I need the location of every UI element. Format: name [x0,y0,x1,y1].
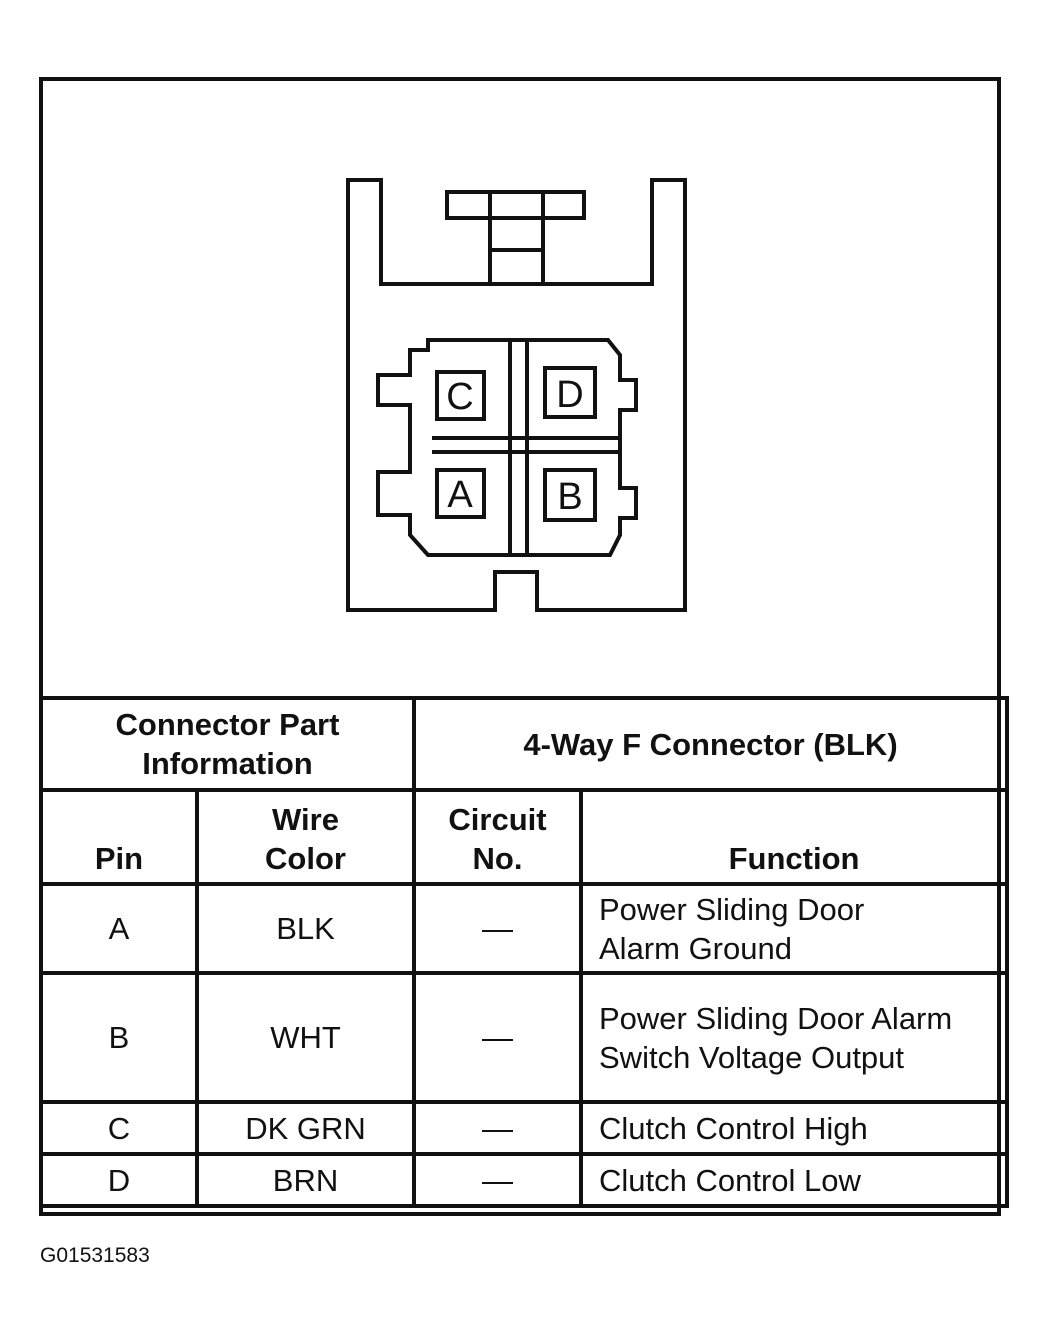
connector-diagram: C D A B [346,178,687,612]
column-header-pin: Pin [39,788,199,886]
column-header-wire: Wire [272,802,339,837]
pin-b-box [543,468,597,522]
table-row: B WHT — Power Sliding Door Alarm Switch … [39,971,1010,1104]
pin-a-box [435,468,486,519]
pin-cell: B [39,971,199,1104]
column-header-circuit-no: Circuit No. [412,788,583,886]
pin-d-box [543,366,597,419]
wire-color-cell: DK GRN [195,1100,416,1156]
connector-name: 4-Way F Connector (BLK) [411,696,1010,792]
pin-housing-outline [376,338,638,557]
pin-cell: C [39,1100,199,1156]
pin-d-label: D [556,374,583,416]
wire-color-cell: BLK [195,882,416,975]
table-row: C DK GRN — Clutch Control High [39,1100,1010,1156]
function-cell: Power Sliding Door Alarm Switch Voltage … [578,971,1010,1104]
column-header-color: Color [265,841,346,876]
function-cell: Power Sliding Door Alarm Ground [578,882,1010,975]
column-header-no: No. [472,841,523,876]
table-row: D BRN — Clutch Control Low [39,1152,1010,1208]
lock-tab-top [445,190,586,220]
column-header-circuit: Circuit [448,802,547,837]
pin-cell: A [39,882,199,975]
function-cell: Clutch Control High [578,1100,1010,1156]
pin-c-label: C [446,376,473,418]
connector-pinout-table: Connector Part Information 4-Way F Conne… [39,696,1010,1208]
function-cell: Clutch Control Low [578,1152,1010,1208]
table-row: A BLK — Power Sliding Door Alarm Ground [39,882,1010,975]
wire-color-cell: BRN [195,1152,416,1208]
column-header-wire-color: Wire Color [195,788,416,886]
circuit-cell: — [412,971,583,1104]
pin-b-label: B [557,476,582,518]
wire-color-cell: WHT [195,971,416,1104]
circuit-cell: — [412,1100,583,1156]
figure-id: G01531583 [40,1244,150,1267]
circuit-cell: — [412,882,583,975]
diagram-frame [39,77,1001,1216]
circuit-cell: — [412,1152,583,1208]
pin-a-label: A [447,474,473,516]
pin-cell: D [39,1152,199,1208]
column-header-function: Function [578,788,1010,886]
connector-part-info-label: Connector Part Information [115,707,340,781]
column-header-row: Pin Wire Color Circuit No. Function [39,788,1010,886]
connector-info-row: Connector Part Information 4-Way F Conne… [39,696,1010,792]
connector-body-outline [346,178,687,612]
connector-part-info-cell: Connector Part Information [39,696,416,792]
pin-c-box [435,370,486,421]
